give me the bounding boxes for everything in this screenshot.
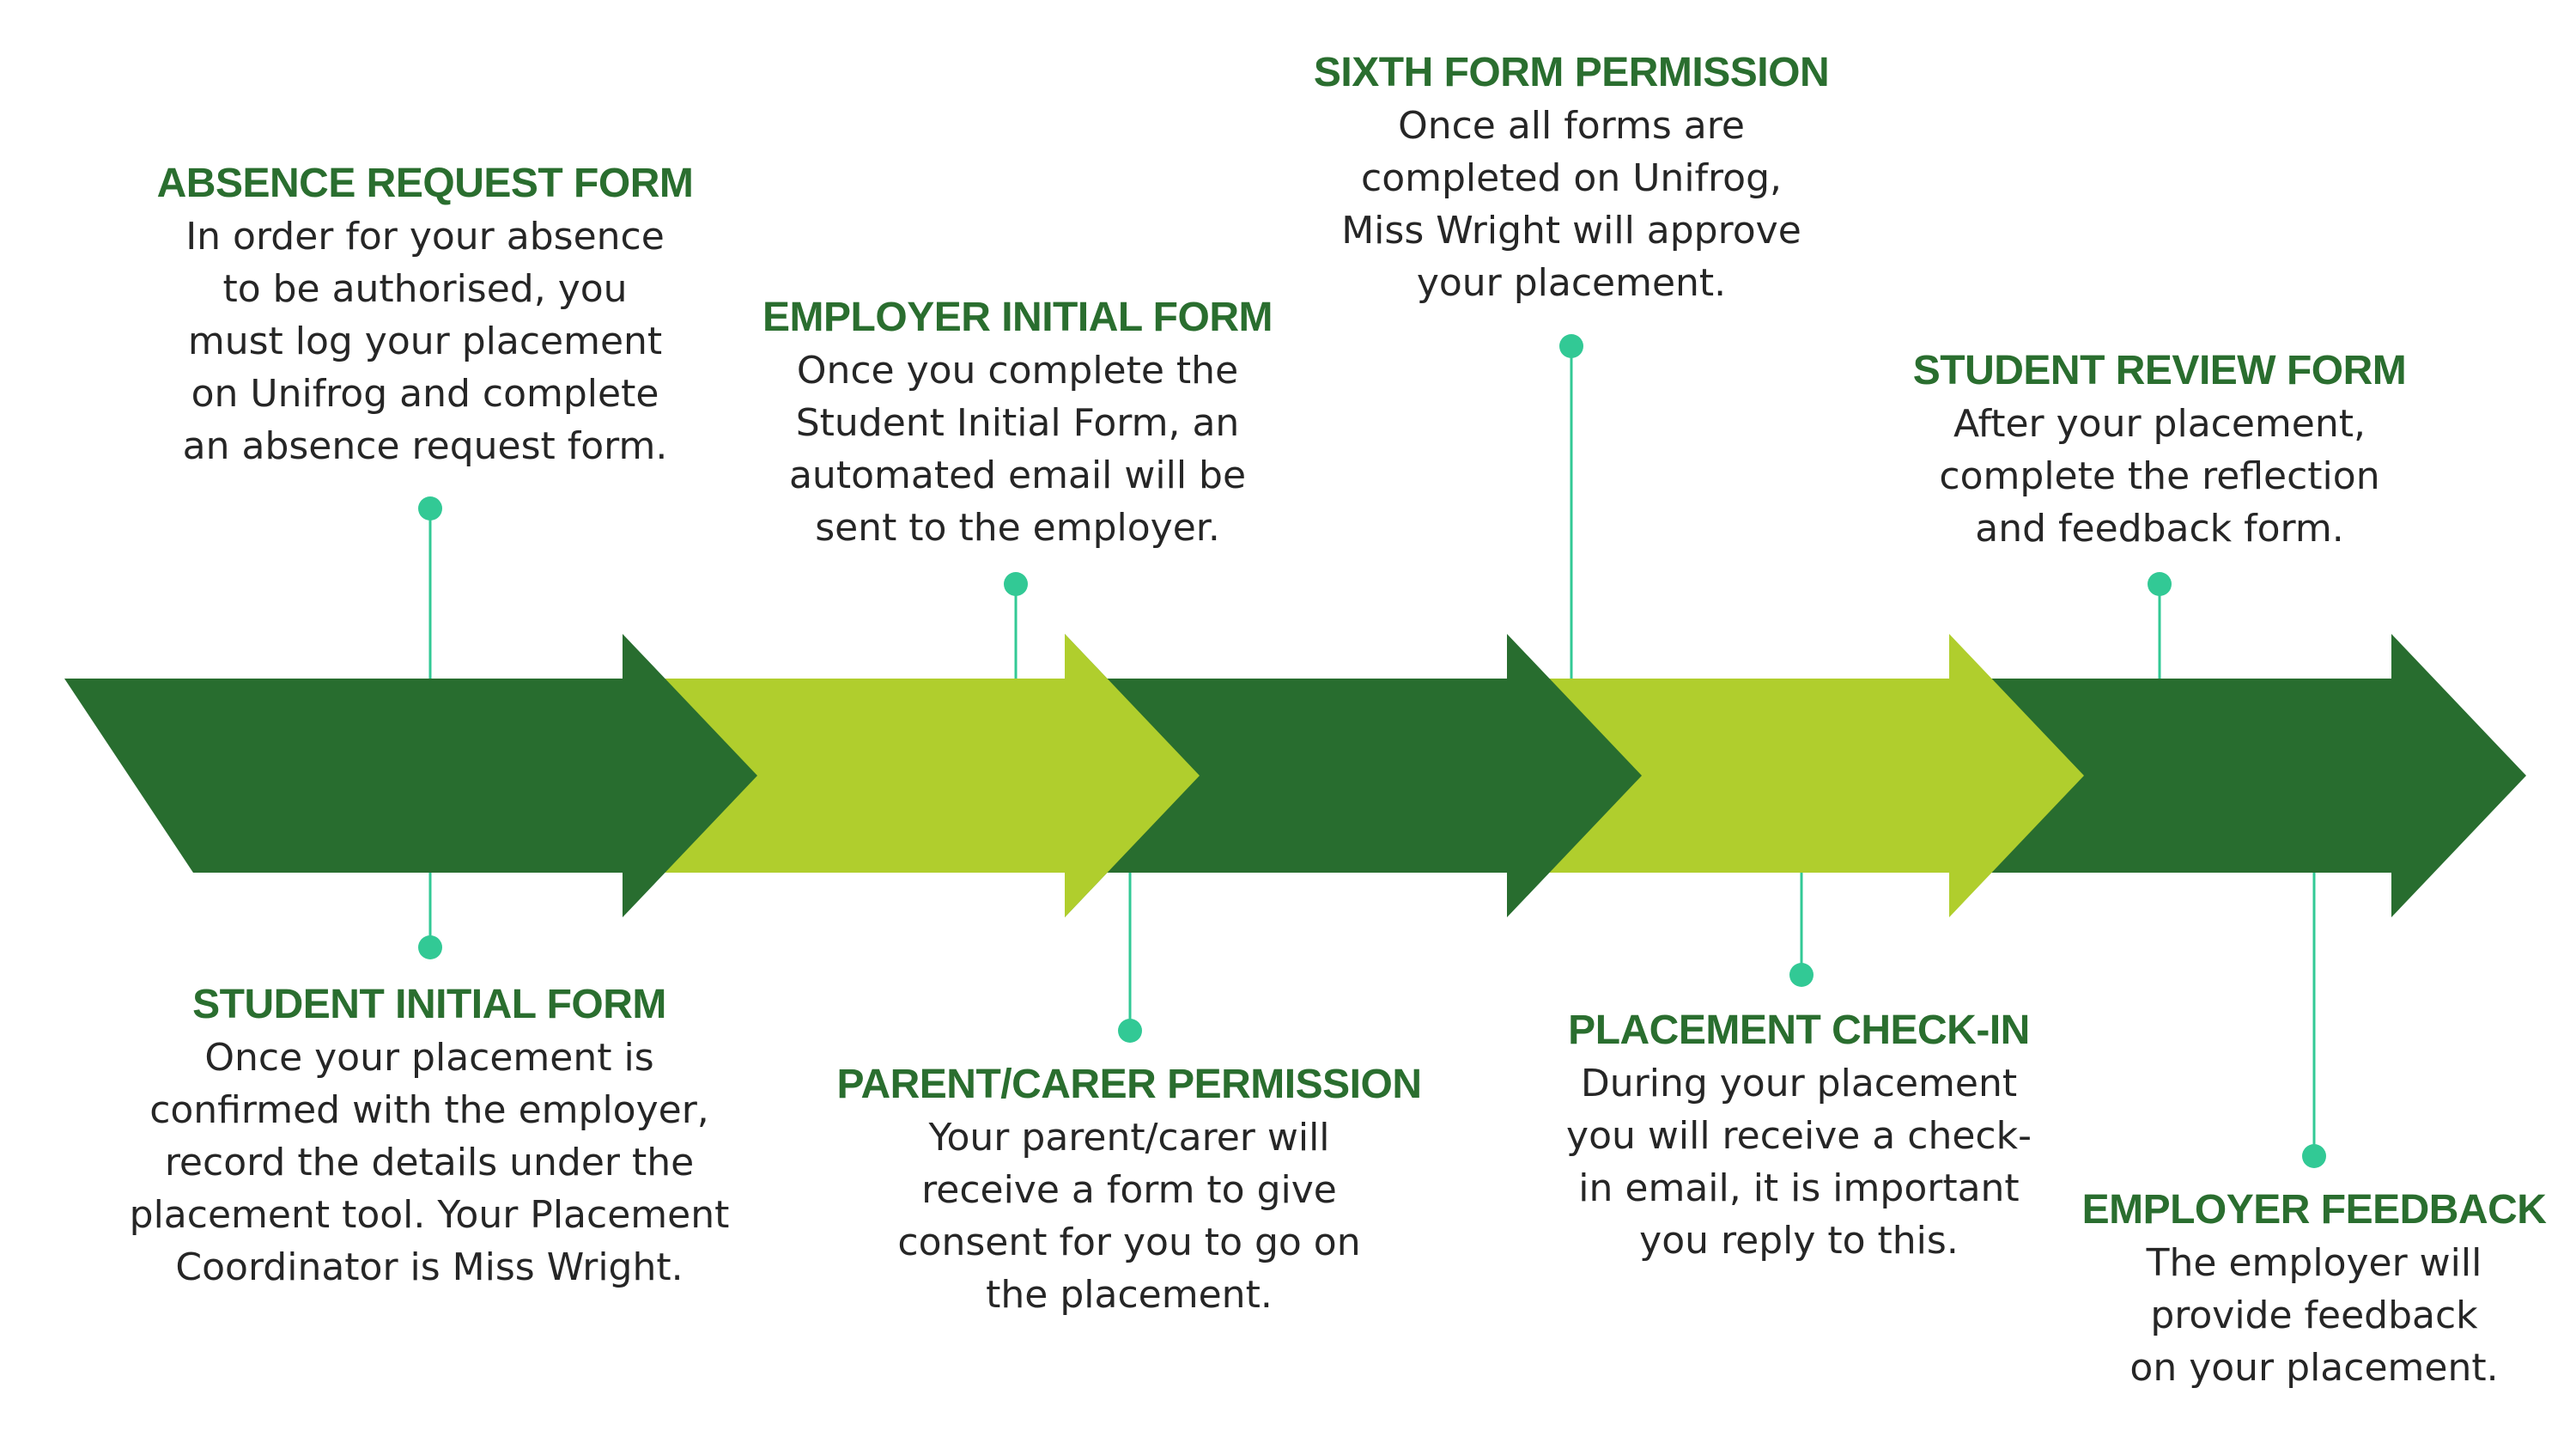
- step-student-review-form: STUDENT REVIEW FORM After your placement…: [1859, 346, 2460, 555]
- step-title: STUDENT INITIAL FORM: [192, 982, 666, 1027]
- step-description: Your parent/carer will receive a form to…: [897, 1116, 1361, 1317]
- step-title: EMPLOYER FEEDBACK: [2081, 1187, 2547, 1233]
- step-description: During your placement you will receive a…: [1566, 1062, 2032, 1263]
- step-description: Once you complete the Student Initial Fo…: [788, 349, 1247, 550]
- step-description: In order for your absence to be authoris…: [182, 215, 668, 468]
- step-description: The employer will provide feedback on yo…: [2129, 1241, 2499, 1390]
- step-title: ABSENCE REQUEST FORM: [156, 161, 694, 206]
- step-description: Once all forms are completed on Unifrog,…: [1341, 104, 1801, 305]
- step-sixth-form-permission: SIXTH FORM PERMISSION Once all forms are…: [1271, 48, 1872, 309]
- connector-5: [1559, 334, 1583, 679]
- connector-3: [1004, 572, 1028, 679]
- step-employer-feedback: EMPLOYER FEEDBACK The employer will prov…: [2065, 1185, 2563, 1394]
- connector-1: [418, 496, 442, 679]
- step-parent-carer-permission: PARENT/CARER PERMISSION Your parent/care…: [803, 1060, 1455, 1321]
- step-description: After your placement, complete the refle…: [1939, 402, 2380, 551]
- step-title: PLACEMENT CHECK-IN: [1568, 1008, 2030, 1053]
- connector-6: [1789, 873, 1814, 987]
- arrow-segment-6: [1979, 634, 2526, 917]
- step-title: EMPLOYER INITIAL FORM: [762, 295, 1273, 340]
- arrow-segment-4: [1095, 634, 1642, 917]
- step-placement-check-in: PLACEMENT CHECK-IN During your placement…: [1498, 1006, 2099, 1267]
- arrow-segment-1: [64, 634, 757, 917]
- connector-7: [2148, 572, 2172, 679]
- connector-8: [2302, 873, 2326, 1168]
- step-student-initial-form: STUDENT INITIAL FORM Once your placement…: [86, 980, 773, 1294]
- step-description: Once your placement is confirmed with th…: [129, 1036, 730, 1289]
- arrow-segment-2: [653, 634, 1200, 917]
- step-title: SIXTH FORM PERMISSION: [1313, 50, 1830, 95]
- arrow-segment-5: [1537, 634, 2084, 917]
- step-title: PARENT/CARER PERMISSION: [836, 1062, 1422, 1107]
- connector-2: [418, 873, 442, 959]
- step-employer-initial-form: EMPLOYER INITIAL FORM Once you complete …: [713, 293, 1322, 554]
- step-absence-request-form: ABSENCE REQUEST FORM In order for your a…: [120, 159, 730, 472]
- connector-4: [1118, 873, 1142, 1043]
- step-title: STUDENT REVIEW FORM: [1912, 348, 2407, 393]
